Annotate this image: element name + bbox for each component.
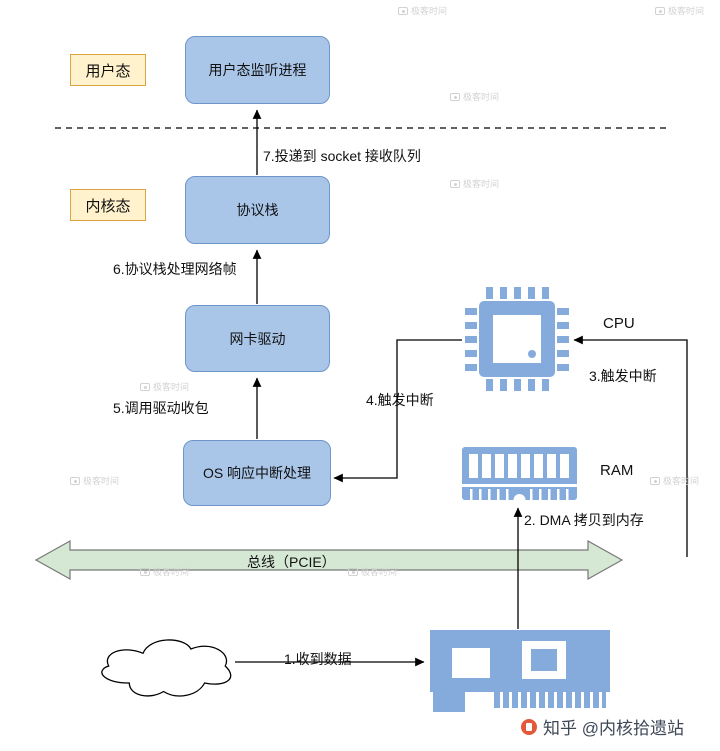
step2-label: 2. DMA 拷贝到内存 xyxy=(524,512,644,528)
step4-label: 4.触发中断 xyxy=(366,392,434,408)
watermark-text: 极客时间 xyxy=(668,6,705,16)
step5-label: 5.调用驱动收包 xyxy=(113,400,209,416)
watermark-text: 极客时间 xyxy=(663,476,700,486)
nic-icon xyxy=(430,630,610,712)
watermark-text: 极客时间 xyxy=(153,382,190,392)
watermark: 极客时间 xyxy=(650,474,699,487)
watermark-text: 极客时间 xyxy=(83,476,120,486)
author-credit-text: 知乎 @内核拾遗站 xyxy=(543,719,684,738)
node-os-interrupt-label: OS 响应中断处理 xyxy=(202,465,312,481)
watermark-text: 极客时间 xyxy=(361,567,398,577)
arrow-step4-cpu-to-os xyxy=(333,339,462,483)
watermark: 极客时间 xyxy=(140,380,189,393)
node-os-interrupt: OS 响应中断处理 xyxy=(183,440,331,506)
camera-icon xyxy=(450,179,460,188)
node-user-process: 用户态监听进程 xyxy=(185,36,330,104)
ram-label: RAM xyxy=(600,462,634,479)
cpu-label: CPU xyxy=(603,315,635,332)
author-logo-icon xyxy=(521,718,537,735)
node-nic-driver: 网卡驱动 xyxy=(185,305,330,372)
camera-icon xyxy=(450,92,460,101)
watermark-text: 极客时间 xyxy=(463,92,500,102)
step3-label: 3.触发中断 xyxy=(589,368,657,384)
watermark-text: 极客时间 xyxy=(463,179,500,189)
ram-icon xyxy=(462,447,577,506)
step7-label: 7.投递到 socket 接收队列 xyxy=(263,148,421,164)
node-protocol-stack-label: 协议栈 xyxy=(236,202,279,218)
camera-icon xyxy=(348,567,358,576)
node-nic-driver-label: 网卡驱动 xyxy=(229,330,286,347)
cpu-icon xyxy=(465,287,569,391)
zone-kernel-mode-label: 内核态 xyxy=(85,197,131,215)
camera-icon xyxy=(70,476,80,485)
zone-kernel-mode: 内核态 xyxy=(70,189,146,221)
zone-user-mode: 用户态 xyxy=(70,54,146,86)
camera-icon xyxy=(398,6,408,15)
watermark-text: 极客时间 xyxy=(411,6,448,16)
watermark: 极客时间 xyxy=(655,4,704,17)
network-cloud-icon xyxy=(101,639,232,697)
arrow-step3-to-cpu xyxy=(573,335,688,557)
watermark: 极客时间 xyxy=(70,474,119,487)
step6-label: 6.协议栈处理网络帧 xyxy=(113,261,237,277)
zone-user-mode-label: 用户态 xyxy=(85,62,131,80)
author-credit: 知乎 @内核拾遗站 xyxy=(521,714,684,739)
camera-icon xyxy=(655,6,665,15)
camera-icon xyxy=(140,382,150,391)
pcie-bus-label: 总线（PCIE） xyxy=(247,554,336,570)
step1-label: 1.收到数据 xyxy=(284,651,352,667)
camera-icon xyxy=(140,567,150,576)
watermark: 极客时间 xyxy=(348,565,397,578)
watermark-text: 极客时间 xyxy=(153,567,190,577)
watermark: 极客时间 xyxy=(450,177,499,190)
watermark: 极客时间 xyxy=(450,90,499,103)
pcie-bus-arrow xyxy=(34,539,624,581)
camera-icon xyxy=(650,476,660,485)
node-user-process-label: 用户态监听进程 xyxy=(208,62,307,78)
watermark: 极客时间 xyxy=(140,565,189,578)
node-protocol-stack: 协议栈 xyxy=(185,176,330,244)
watermark: 极客时间 xyxy=(398,4,447,17)
